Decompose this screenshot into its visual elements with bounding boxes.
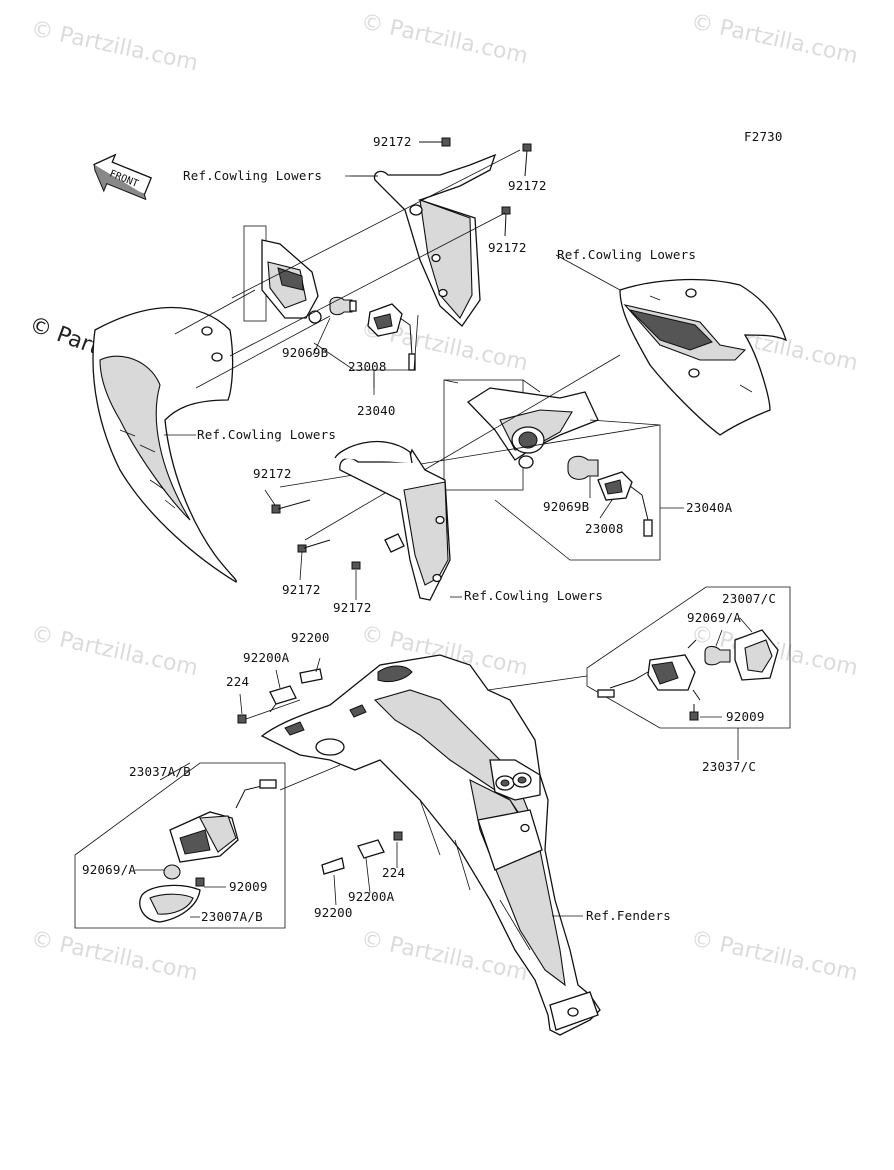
rear-signal-left-part: [74, 762, 341, 929]
watermark: © Partzilla.com: [359, 9, 530, 69]
figure-code: F2730: [744, 129, 783, 144]
rear-signal-right-part: [487, 586, 791, 729]
leader-23040a-box: [494, 419, 684, 561]
guide-line: [279, 354, 661, 541]
lower-cowling-bracket-part: [334, 441, 451, 601]
label-92009: 92009: [229, 879, 268, 894]
label-92069a: 92069/A: [687, 610, 741, 625]
right-signal-housing-part: [443, 379, 599, 491]
label-92172: 92172: [373, 134, 412, 149]
bolt-92172-right2-part: [501, 206, 511, 237]
leader-23040-box: [313, 314, 419, 371]
bolt-92172-right1-part: [522, 143, 532, 177]
front-arrow-icon: FRONT: [93, 153, 153, 201]
label-92009: 92009: [726, 709, 765, 724]
label-ref-cowling-lowers: Ref.Cowling Lowers: [464, 588, 603, 603]
watermark: © Partzilla.com: [29, 621, 200, 681]
watermark: © Partzilla.com: [29, 926, 200, 986]
label-92200: 92200: [314, 905, 353, 920]
labels: 92172 92172 92172 Ref.Cowling Lowers Ref…: [82, 134, 776, 924]
label-23037c: 23037/C: [702, 759, 756, 774]
bolt-92172-low1-part: [297, 539, 331, 553]
screw-224-top-part: [237, 699, 301, 724]
label-92200: 92200: [291, 630, 330, 645]
watermark: © Partzilla.com: [359, 926, 530, 986]
label-ref-cowling-lowers: Ref.Cowling Lowers: [557, 247, 696, 262]
watermark: © Partzilla.com: [689, 926, 860, 986]
label-92172: 92172: [508, 178, 547, 193]
watermark: © Partzilla.com: [689, 9, 860, 69]
socket-23008-right-part: [597, 471, 653, 537]
label-224: 224: [382, 865, 405, 880]
label-23008: 23008: [585, 521, 624, 536]
leader-lines: [135, 175, 753, 918]
label-224: 224: [226, 674, 249, 689]
label-92069b: 92069B: [543, 499, 589, 514]
label-92200a: 92200A: [243, 650, 290, 665]
label-23040a: 23040A: [686, 500, 733, 515]
bolt-92172-mid-part: [271, 499, 311, 514]
bulb-92069b-right-part: [567, 455, 599, 480]
right-cowling-part: [619, 278, 788, 436]
guide-line: [174, 149, 521, 389]
label-92172: 92172: [253, 466, 292, 481]
label-ref-cowling-lowers: Ref.Cowling Lowers: [197, 427, 336, 442]
bolt-92172-low2-part: [351, 561, 361, 570]
label-92172: 92172: [488, 240, 527, 255]
label-23008: 23008: [348, 359, 387, 374]
nut-92200-top-part: [299, 668, 323, 684]
label-ref-fenders: Ref.Fenders: [586, 908, 671, 923]
left-signal-housing-part: [243, 225, 322, 324]
clip-92200a-top-part: [269, 685, 297, 713]
bolt-92172-top-part: [419, 137, 451, 147]
rear-fender-part: [260, 654, 601, 1036]
label-23040: 23040: [357, 403, 396, 418]
bulb-92069b-left-part: [329, 296, 357, 316]
label-23007ab: 23007A/B: [201, 909, 263, 924]
watermark: © Partzilla.com: [29, 16, 200, 76]
label-92200a: 92200A: [348, 889, 395, 904]
upper-cowling-bracket-part: [373, 153, 497, 327]
label-92172: 92172: [282, 582, 321, 597]
label-ref-cowling-lowers: Ref.Cowling Lowers: [183, 168, 322, 183]
label-92172: 92172: [333, 600, 372, 615]
screw-224-bottom-part: [393, 831, 403, 841]
clip-92200a-bottom-part: [357, 839, 385, 859]
label-92069a: 92069/A: [82, 862, 136, 877]
label-23007c: 23007/C: [722, 591, 776, 606]
left-cowling-part: [92, 306, 237, 583]
nut-92200-bottom-part: [321, 857, 345, 875]
label-92069b: 92069B: [282, 345, 328, 360]
label-23037ab: 23037A/B: [129, 764, 191, 779]
